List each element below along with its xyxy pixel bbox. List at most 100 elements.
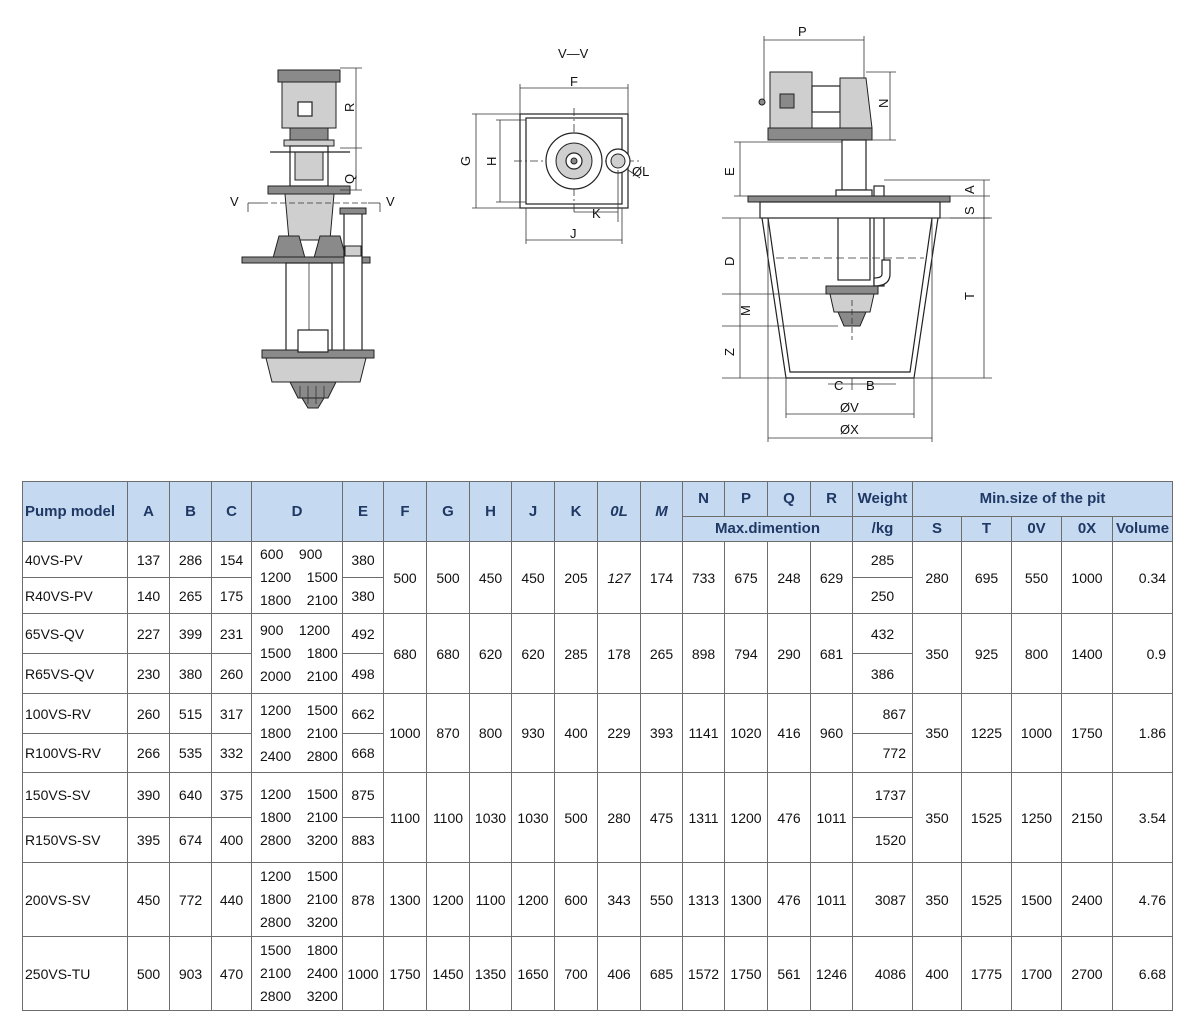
weight-cell: 386 — [852, 653, 913, 694]
a-cell: 227 — [127, 613, 170, 654]
header-max-dimension: Max.dimention — [682, 516, 853, 542]
q-cell: 290 — [767, 613, 811, 694]
table-row: R100VS-RV 266 535 332 668 772 — [22, 733, 1173, 773]
t-cell: 1225 — [961, 693, 1012, 773]
d-value: 2800 3200 — [260, 988, 338, 1004]
table-row: 40VS-PV 137 286 154 600 900 1200 1500 18… — [22, 541, 1174, 614]
header-pump-model: Pump model — [22, 481, 128, 542]
header-s: S — [912, 516, 962, 542]
j-cell: 620 — [511, 613, 555, 694]
front-view-drawing: R Q V V — [230, 67, 395, 409]
model-cell: R65VS-QV — [22, 653, 128, 694]
header-q: Q — [767, 481, 811, 517]
l-cell: 406 — [597, 936, 641, 1011]
volume-cell: 3.54 — [1111, 772, 1174, 863]
s-cell: 350 — [912, 862, 962, 937]
d-value: 1800 2100 — [260, 592, 338, 608]
s-cell: 350 — [912, 613, 962, 694]
a-cell: 230 — [127, 653, 170, 694]
t-cell: 925 — [961, 613, 1012, 694]
model-cell: R150VS-SV — [22, 817, 128, 863]
table-header: Pump model A B C D E F G H J K 0L M N P … — [22, 481, 1174, 542]
b-cell: 772 — [169, 862, 212, 937]
k-cell: 700 — [554, 936, 598, 1011]
n-cell: 1313 — [682, 862, 725, 937]
side-label-s: S — [962, 206, 977, 215]
side-label-p: P — [798, 24, 807, 39]
r-cell: 1011 — [810, 862, 853, 937]
r-cell: 1011 — [810, 772, 853, 863]
x-cell: 2400 — [1061, 862, 1113, 937]
a-cell: 390 — [127, 772, 170, 818]
g-cell: 1450 — [426, 936, 470, 1011]
x-cell: 1750 — [1061, 693, 1113, 773]
f-cell: 680 — [383, 613, 427, 694]
model-cell: 65VS-QV — [22, 613, 128, 654]
header-h: H — [469, 481, 512, 542]
m-cell: 265 — [640, 613, 683, 694]
e-cell: 380 — [342, 541, 384, 578]
c-cell: 175 — [211, 577, 252, 614]
volume-cell: 1.86 — [1111, 693, 1174, 773]
f-cell: 500 — [383, 541, 427, 614]
c-cell: 470 — [211, 936, 252, 1011]
side-label-v: ØV — [840, 400, 859, 415]
side-label-d: D — [722, 257, 737, 266]
j-cell: 930 — [511, 693, 555, 773]
g-cell: 870 — [426, 693, 470, 773]
t-cell: 1525 — [961, 772, 1012, 863]
weight-cell: 772 — [852, 733, 913, 773]
section-label: V—V — [558, 46, 589, 61]
v-cell: 1700 — [1011, 936, 1062, 1011]
t-cell: 1775 — [961, 936, 1012, 1011]
n-cell: 1141 — [682, 693, 725, 773]
model-cell: R40VS-PV — [22, 577, 128, 614]
d-value: 1500 1800 — [260, 645, 338, 661]
table-row: 150VS-SV 390 640 375 1200 1500 1800 2100… — [22, 772, 1174, 863]
t-cell: 695 — [961, 541, 1012, 614]
side-label-m: M — [738, 305, 753, 316]
header-b: B — [169, 481, 212, 542]
d-cell: 1200 1500 1800 2100 2800 3200 — [251, 772, 343, 863]
f-cell: 1300 — [383, 862, 427, 937]
table-row: R65VS-QV 230 380 260 498 386 — [22, 653, 1173, 694]
header-l: 0L — [597, 481, 641, 542]
table-row: 200VS-SV 450 772 440 1200 1500 1800 2100… — [22, 862, 1174, 937]
c-cell: 400 — [211, 817, 252, 863]
b-cell: 399 — [169, 613, 212, 654]
e-cell: 380 — [342, 577, 384, 614]
plan-label-k: K — [592, 206, 601, 221]
weight-cell: 1520 — [852, 817, 913, 863]
m-cell: 475 — [640, 772, 683, 863]
header-pit: Min.size of the pit — [911, 481, 1174, 517]
l-cell: 127 — [597, 541, 641, 614]
b-cell: 674 — [169, 817, 212, 863]
header-j: J — [511, 481, 555, 542]
f-cell: 1750 — [383, 936, 427, 1011]
n-cell: 1311 — [682, 772, 725, 863]
header-d: D — [251, 481, 343, 542]
f-cell: 1100 — [383, 772, 427, 863]
header-n: N — [682, 481, 725, 517]
e-cell: 1000 — [342, 936, 384, 1011]
q-cell: 476 — [767, 772, 811, 863]
x-cell: 2700 — [1061, 936, 1113, 1011]
x-cell: 1000 — [1061, 541, 1113, 614]
f-cell: 1000 — [383, 693, 427, 773]
j-cell: 1650 — [511, 936, 555, 1011]
b-cell: 380 — [169, 653, 212, 694]
model-cell: 40VS-PV — [22, 541, 128, 578]
spec-table: Pump model A B C D E F G H J K 0L M N P … — [22, 481, 1174, 1011]
weight-cell: 867 — [852, 693, 913, 734]
n-cell: 898 — [682, 613, 725, 694]
pump-dimension-drawings: R Q V V V—V F G H — [230, 24, 992, 442]
l-cell: 178 — [597, 613, 641, 694]
weight-cell: 285 — [852, 541, 913, 578]
k-cell: 500 — [554, 772, 598, 863]
q-cell: 561 — [767, 936, 811, 1011]
d-cell: 1200 1500 1800 2100 2400 2800 — [251, 693, 343, 773]
p-cell: 794 — [724, 613, 768, 694]
s-cell: 280 — [912, 541, 962, 614]
header-weight-unit: /kg — [852, 516, 913, 542]
table-row: R150VS-SV 395 674 400 883 1520 — [22, 817, 1173, 863]
